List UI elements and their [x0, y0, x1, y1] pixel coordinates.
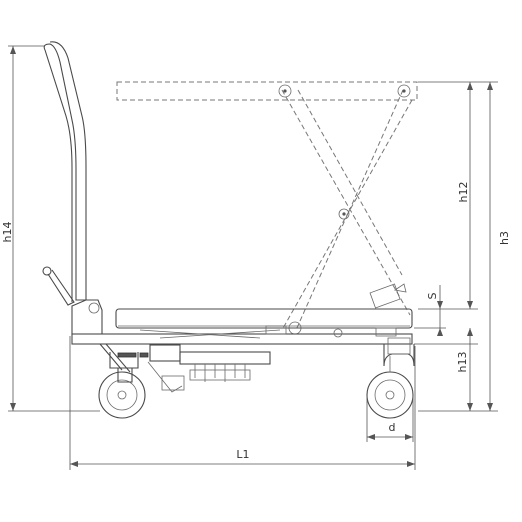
dim-label-h13: h13: [456, 352, 469, 373]
raised-platform-outline: [116, 81, 418, 101]
dim-s: S: [414, 285, 446, 336]
dim-h14: h14: [1, 45, 100, 412]
dim-l1: L1: [69, 336, 416, 470]
dim-d: d: [366, 396, 414, 442]
dim-label-h14: h14: [1, 222, 14, 243]
dim-label-d: d: [389, 421, 396, 434]
dim-h3: h3: [418, 81, 511, 412]
push-handle: [43, 41, 87, 302]
rear-wheel: [366, 337, 415, 419]
hydraulic-pump: [117, 344, 271, 393]
dim-label-h12: h12: [457, 182, 470, 203]
raised-scissor-arms: [278, 84, 413, 335]
dim-label-l1: L1: [236, 448, 249, 461]
dim-h12: h12: [418, 82, 478, 310]
release-valve: [369, 283, 407, 309]
foot-pedal: [42, 266, 75, 306]
platform-table: [115, 308, 413, 329]
dim-h13: h13: [414, 328, 478, 411]
front-caster: [98, 352, 146, 419]
chassis-frame: [71, 299, 413, 373]
dim-label-h3: h3: [498, 231, 511, 245]
lowered-scissor: [139, 325, 397, 339]
dim-label-s: S: [426, 292, 439, 299]
